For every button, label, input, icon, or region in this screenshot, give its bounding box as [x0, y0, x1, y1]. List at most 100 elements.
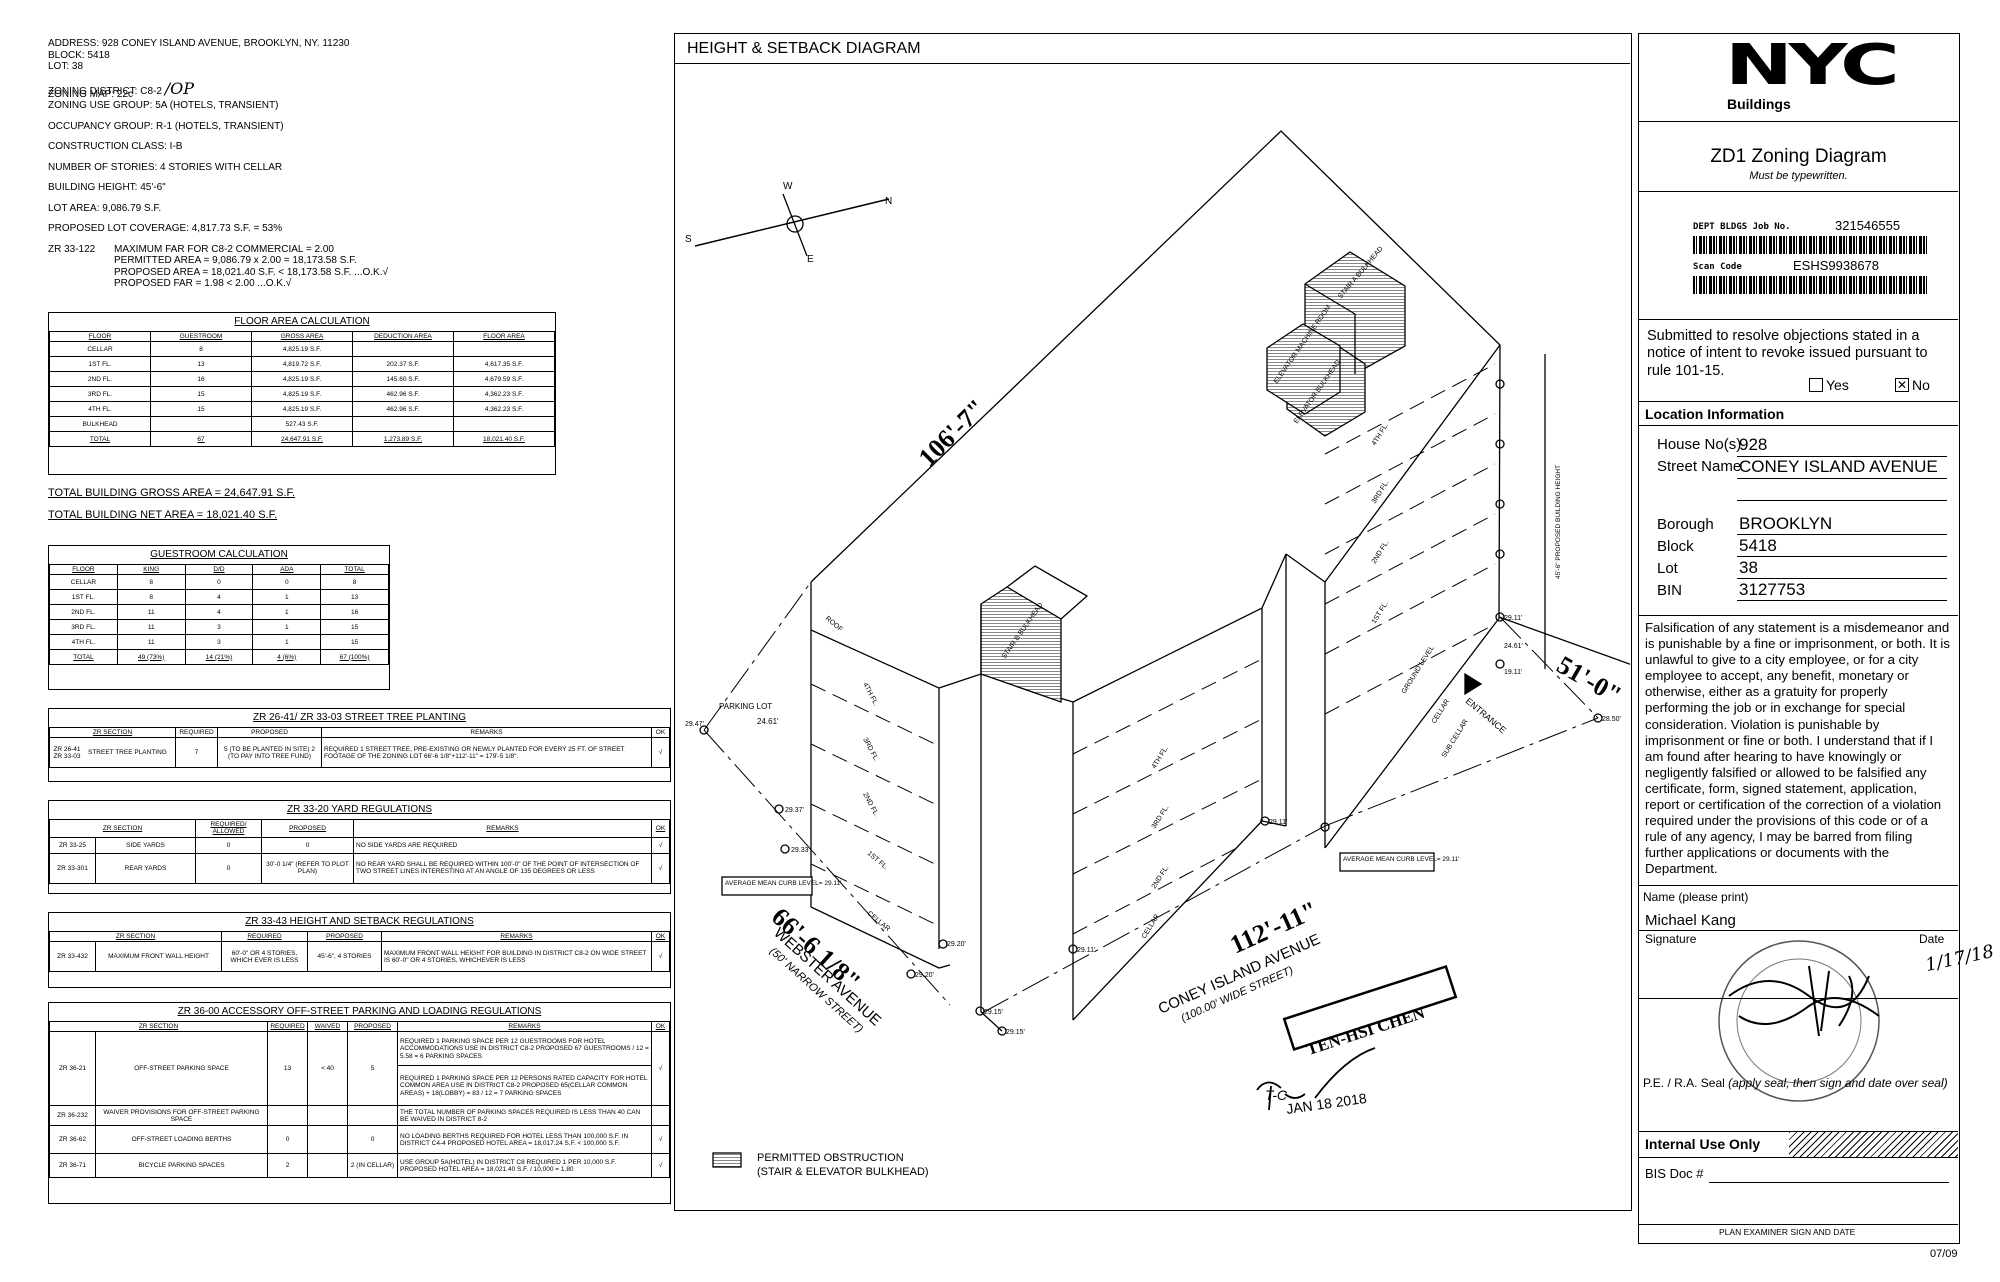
far-line: PROPOSED FAR = 1.98 < 2.00 ...O.K.√ — [114, 278, 292, 290]
stories: NUMBER OF STORIES: 4 STORIES WITH CELLAR — [48, 161, 283, 173]
cell: 45'-6", 4 STORIES — [307, 941, 382, 973]
lot-label: Lot — [1657, 560, 1678, 577]
th: ZR SECTION — [49, 1020, 268, 1033]
elev-label: 28.50' — [1602, 716, 1621, 723]
falsification-area: Falsification of any statement is a misd… — [1639, 616, 1958, 886]
cell: 2 — [267, 1153, 308, 1179]
cell: ZR 36-62 — [49, 1125, 96, 1155]
th: PROPOSED — [307, 930, 382, 943]
scan-code: ESHS9938678 — [1793, 258, 1880, 273]
yes-label: Yes — [1826, 377, 1849, 393]
zr-label: ZR 33-122 — [48, 243, 96, 255]
cell: 13 — [267, 1031, 308, 1107]
svg-text:E: E — [807, 254, 814, 265]
cell: 2ND FL. — [49, 604, 118, 621]
svg-text:N: N — [885, 196, 892, 207]
project-info: ADDRESS: 928 CONEY ISLAND AVENUE, BROOKL… — [48, 38, 648, 290]
cell: 4 (6%) — [252, 649, 322, 666]
cell: 24,647.91 S.F. — [251, 431, 353, 448]
cell: 202.37 S.F. — [352, 356, 454, 373]
th: PROPOSED — [347, 1020, 398, 1033]
th: GROSS AREA — [251, 330, 353, 343]
cell: 8 — [320, 574, 389, 591]
cell: 4,362.23 S.F. — [453, 401, 555, 418]
cell: 4TH FL. — [49, 634, 118, 651]
th: TOTAL — [320, 563, 389, 576]
elev-label: 19.11' — [1504, 669, 1522, 676]
th: REMARKS — [397, 1020, 652, 1033]
cell: 0 — [195, 836, 262, 854]
cell: CELLAR — [49, 574, 118, 591]
location-header: Location Information — [1639, 402, 1958, 426]
yes-checkbox[interactable] — [1809, 378, 1823, 392]
parking-lot: PARKING LOT — [719, 702, 772, 711]
cell: NO REAR YARD SHALL BE REQUIRED WITHIN 10… — [353, 852, 652, 884]
bin-value[interactable]: 3127753 — [1739, 580, 1806, 599]
cell: 0 — [184, 574, 254, 591]
block-value[interactable]: 5418 — [1739, 536, 1777, 555]
cell: 2 (IN CELLAR) — [347, 1153, 398, 1179]
cell: 18,021.40 S.F. — [453, 431, 555, 448]
elev-label: 29.11' — [1269, 819, 1287, 826]
street-value[interactable]: CONEY ISLAND AVENUE — [1739, 457, 1938, 476]
cell: 4 — [184, 589, 254, 606]
bis-label: BIS Doc # — [1645, 1166, 1704, 1181]
cell: REQUIRED 1 STREET TREE, PRE-EXISTING OR … — [321, 737, 652, 769]
th: REQUIRED — [267, 1020, 308, 1033]
cell: 67 (100%) — [320, 649, 389, 666]
cell: 0 — [252, 574, 322, 591]
floor-label: 3RD FL. — [861, 737, 879, 763]
cell: BICYCLE PARKING SPACES — [95, 1153, 268, 1179]
cell: √ — [651, 1125, 670, 1155]
submitted-area: Submitted to resolve objections stated i… — [1639, 320, 1958, 402]
cell: 49 (73%) — [116, 649, 186, 666]
initials: T-C — [1265, 1087, 1288, 1103]
cell: TOTAL — [49, 431, 151, 448]
barcode-area: DEPT BLDGS Job No. 321546555 Scan Code E… — [1639, 192, 1958, 320]
block-label: Block — [1657, 538, 1694, 555]
house-label: House No(s) — [1657, 436, 1742, 453]
cell: 1,273.89 S.F. — [352, 431, 454, 448]
guestroom-title: GUESTROOM CALCULATION — [150, 549, 288, 560]
floor-label: 1ST FL. — [1371, 600, 1390, 625]
cell: 67 — [150, 431, 252, 448]
cell: WAIVER PROVISIONS FOR OFF-STREET PARKING… — [95, 1105, 268, 1127]
th: WAIVED — [307, 1020, 348, 1033]
borough-value[interactable]: BROOKLYN — [1739, 514, 1833, 533]
cell: 8 — [116, 589, 186, 606]
lot-value[interactable]: 38 — [1739, 558, 1758, 577]
floor-area-title: FLOOR AREA CALCULATION — [234, 316, 370, 327]
parking-title: ZR 36-00 ACCESSORY OFF-STREET PARKING AN… — [177, 1006, 542, 1017]
far-line: PROPOSED AREA = 18,021.40 S.F. < 18,173.… — [114, 266, 388, 278]
cell: 15 — [320, 634, 389, 651]
th: DEDUCTION AREA — [352, 330, 454, 343]
internal-header: Internal Use Only — [1639, 1132, 1958, 1158]
cell: 462.96 S.F. — [352, 401, 454, 418]
curb-left: AVERAGE MEAN CURB LEVEL= 29.11' — [725, 880, 841, 887]
cell: NO LOADING BERTHS REQUIRED FOR HOTEL LES… — [397, 1125, 652, 1155]
tree-title: ZR 26-41/ ZR 33-03 STREET TREE PLANTING — [252, 712, 467, 723]
cell: 5 — [347, 1031, 398, 1107]
zoning-district: ZONING DISTRICT: C8-2 /OP — [48, 78, 194, 98]
cell: 15 — [150, 386, 252, 403]
legend: PERMITTED OBSTRUCTION — [757, 1152, 904, 1164]
no-checkbox[interactable]: ✕ — [1895, 378, 1909, 392]
elev-label: 29.11' — [1077, 947, 1095, 954]
th: PROPOSED — [261, 819, 354, 838]
cell: 11 — [116, 634, 186, 651]
tree-table: ZR 26-41/ ZR 33-03 STREET TREE PLANTING … — [48, 708, 671, 782]
isometric-diagram: SN WE 106'-7" 66'-6 1/8" 112'-11" 51'-0"… — [685, 130, 1630, 1178]
house-value[interactable]: 928 — [1739, 435, 1768, 454]
cell — [453, 341, 555, 358]
name-value[interactable]: Michael Kang — [1645, 912, 1736, 929]
internal-area: BIS Doc # PLAN EXAMINER SIGN AND DATE — [1639, 1158, 1958, 1243]
th: REMARKS — [353, 819, 652, 838]
signature-label: Signature — [1645, 932, 1697, 946]
cell: 0 — [195, 852, 262, 884]
scan-label: Scan Code — [1693, 262, 1742, 272]
